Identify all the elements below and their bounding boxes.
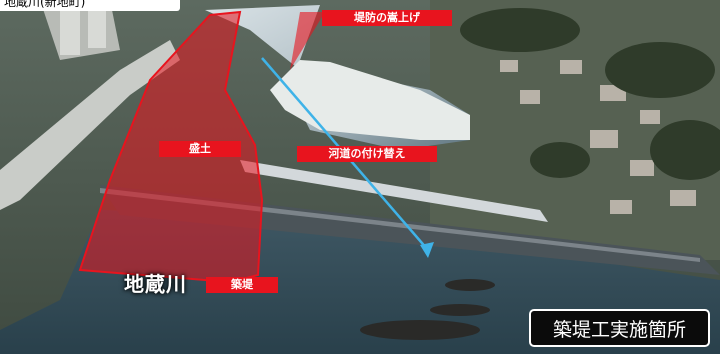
trees: [460, 8, 720, 180]
location-caption: 地蔵川(新地町): [0, 0, 180, 11]
houses: [500, 60, 696, 214]
new-channel: [270, 60, 470, 140]
levee-raise-label: 堤防の嵩上げ: [322, 10, 452, 26]
channel-reroute-label: 河道の付け替え: [297, 146, 437, 162]
rocks: [360, 279, 495, 340]
fill-label: 盛土: [159, 141, 241, 157]
arrow-head: [420, 242, 434, 258]
river-name-label: 地蔵川: [124, 272, 187, 296]
road-bridge: [240, 160, 548, 222]
levee-overlay: [290, 12, 325, 70]
embankment-label: 築堤: [206, 277, 278, 293]
site-caption-box: 築堤工実施箇所: [529, 309, 710, 347]
highway: [0, 40, 180, 210]
